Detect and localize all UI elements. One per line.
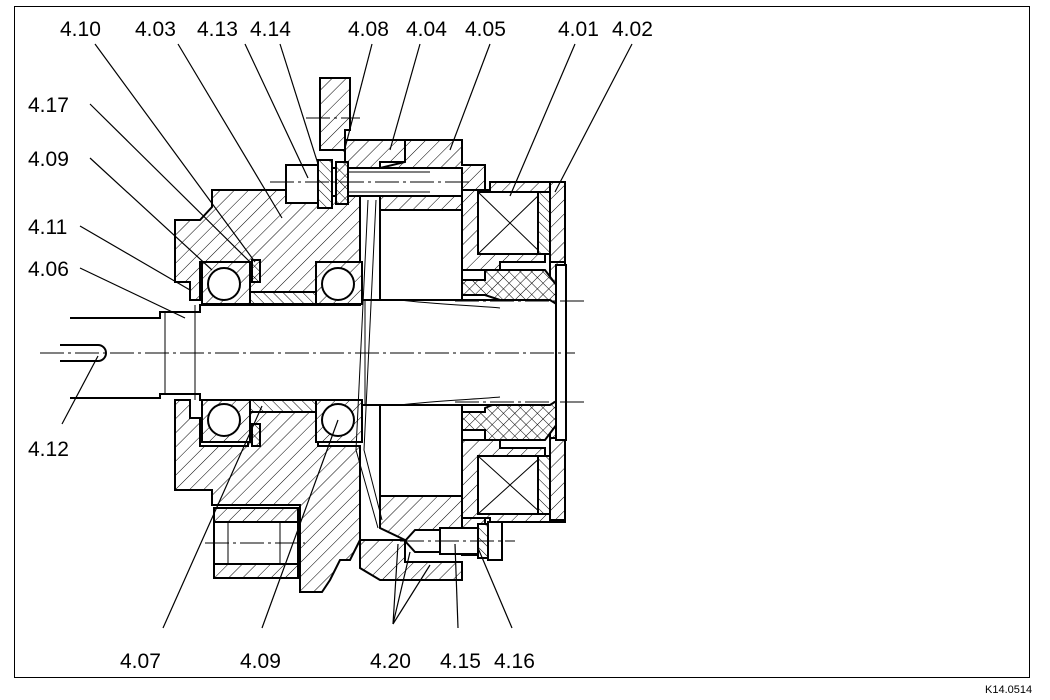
flange-4-04 — [319, 77, 463, 581]
callout-4-09-top: 4.09 — [28, 148, 69, 171]
leader-lines — [61, 43, 633, 629]
bolt-4-13 — [270, 117, 470, 209]
callout-4-14: 4.14 — [250, 18, 291, 41]
callout-4-17: 4.17 — [28, 94, 69, 117]
callout-4-04: 4.04 — [406, 18, 447, 41]
magnet-housing-4-01 — [461, 181, 566, 523]
callout-labels: 4.10 4.03 4.13 4.14 4.08 4.04 4.05 4.01 … — [28, 18, 653, 673]
callout-4-01: 4.01 — [558, 18, 599, 41]
callout-4-12: 4.12 — [28, 438, 69, 461]
callout-4-05: 4.05 — [465, 18, 506, 41]
callout-4-11: 4.11 — [28, 216, 67, 239]
callout-4-07: 4.07 — [120, 650, 161, 673]
callout-4-10: 4.10 — [60, 18, 101, 41]
bearing-4-09-right — [315, 261, 363, 443]
bearing-4-09-left — [201, 261, 251, 443]
drawing-frame — [14, 6, 1030, 678]
seal-4-20 — [355, 199, 383, 529]
housing-4-03 — [174, 189, 361, 593]
drawing-reference: K14.0514 — [985, 684, 1032, 696]
callout-4-20: 4.20 — [370, 650, 411, 673]
callout-4-09-bottom: 4.09 — [240, 650, 281, 673]
callout-4-16: 4.16 — [494, 650, 535, 673]
bolt-4-15 — [400, 521, 515, 561]
callout-4-03: 4.03 — [135, 18, 176, 41]
spacer-sleeve-4-07 — [249, 259, 317, 447]
callout-4-08: 4.08 — [348, 18, 389, 41]
callout-4-06: 4.06 — [28, 258, 69, 281]
callout-4-15: 4.15 — [440, 650, 481, 673]
callout-4-02: 4.02 — [612, 18, 653, 41]
callout-4-13: 4.13 — [197, 18, 238, 41]
